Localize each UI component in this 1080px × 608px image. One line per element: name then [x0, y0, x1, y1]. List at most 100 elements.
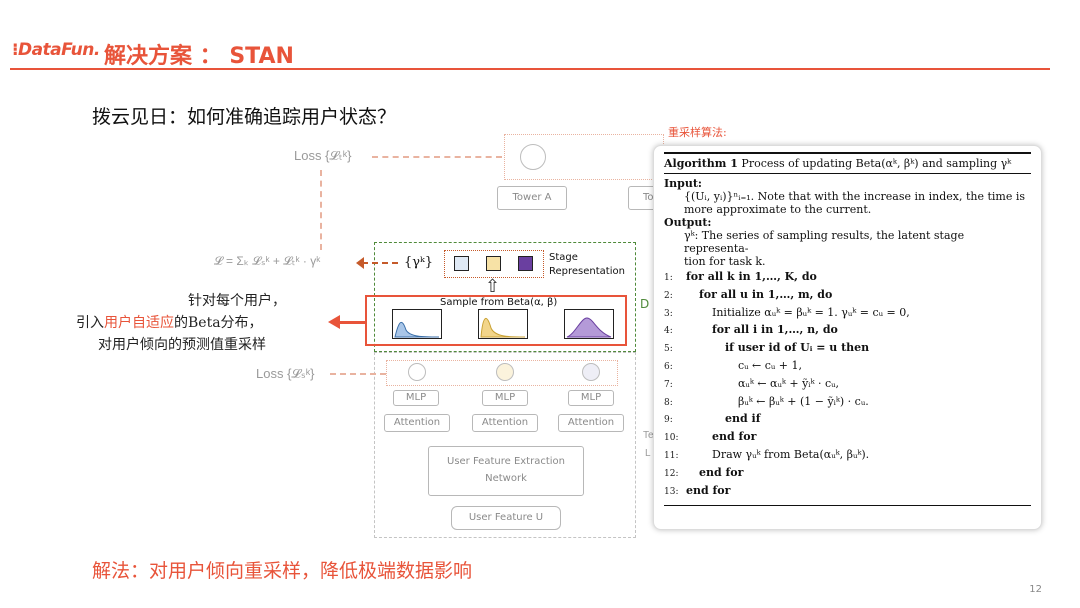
- beta-curve-1: [394, 321, 440, 338]
- annotation-line-2: 引入用户自适应的Beta分布，: [76, 312, 263, 332]
- annotation-suffix: 的Beta分布，: [174, 315, 263, 331]
- algo-step-number: 9:: [664, 415, 673, 426]
- annotation-prefix: 引入: [76, 315, 104, 331]
- algo-output-text-1: γᵏ: The series of sampling results, the …: [684, 229, 965, 255]
- annotation-arrowhead-icon: [328, 315, 340, 329]
- conclusion: 解法：对用户倾向重采样，降低极端数据影响: [92, 560, 473, 582]
- user-feature-box: User Feature U: [451, 506, 561, 530]
- gamma-arrowhead: [356, 257, 364, 269]
- algo-step-text: end for: [712, 430, 757, 444]
- algo-step-number: 13:: [664, 486, 679, 497]
- algo-step-3: 3: Initialize αᵤᵏ = βᵤᵏ = 1. γᵤᵏ = cᵤ = 0…: [664, 306, 910, 319]
- algo-title-bold: Algorithm 1: [664, 157, 738, 170]
- algo-input-text-1: {(Uᵢ, yᵢ)}ⁿᵢ₌₁. Note that with the incre…: [684, 190, 1026, 203]
- mlp-box-1: MLP: [393, 390, 439, 406]
- tower-a-label: Tower A: [512, 192, 552, 203]
- algo-step-number: 11:: [664, 451, 679, 461]
- algo-step-8: 8: βᵤᵏ ← βᵤᵏ + (1 − ỹᵢᵏ) · cᵤ.: [664, 395, 869, 408]
- up-arrow-icon: ⇧: [485, 276, 501, 297]
- stage-representation-label: Stage Representation: [549, 252, 625, 277]
- annotation-line-3: 对用户倾向的预测值重采样: [98, 337, 266, 353]
- gamma-label: {γᵏ}: [404, 255, 434, 270]
- algo-step-text: end for: [686, 483, 731, 497]
- beta-plot-1: [392, 309, 442, 339]
- beta-curve-2: [480, 318, 526, 338]
- algo-step-number: 10:: [664, 433, 679, 444]
- algo-step-number: 6:: [664, 362, 673, 372]
- mlp-output-circle-3: [582, 363, 600, 381]
- page-number: 12: [1029, 584, 1042, 595]
- algo-step-number: 4:: [664, 326, 673, 337]
- algo-output-text-2: tion for task k.: [684, 255, 766, 268]
- algorithm-panel: Algorithm 1 Process of updating Beta(αᵏ,…: [653, 145, 1042, 530]
- algo-step-text: for all k in 1,…, K, do: [686, 270, 817, 283]
- algo-step-text: for all i in 1,…, n, do: [712, 323, 838, 337]
- algo-step-10: 10: end for: [664, 430, 756, 443]
- algo-step-number: 3:: [664, 308, 673, 319]
- algo-step-4: 4: for all i in 1,…, n, do: [664, 323, 838, 336]
- algo-step-text: Initialize αᵤᵏ = βᵤᵏ = 1. γᵤᵏ = cᵤ = 0,: [712, 305, 910, 319]
- l-label: L: [645, 448, 651, 459]
- algo-top-rule: [664, 152, 1031, 154]
- gamma-arrow: [362, 262, 398, 264]
- stage-square-2: [486, 256, 501, 271]
- loss-formula: 𝓛 = Σₖ 𝓛ₛᵏ + 𝓛ₜᵏ · γᵏ: [214, 254, 321, 268]
- mlp-box-2: MLP: [482, 390, 528, 406]
- stage-block: [374, 242, 636, 352]
- d-label: D: [640, 297, 650, 311]
- mlp-output-row: [386, 360, 618, 386]
- tower-b-label: To: [643, 192, 654, 203]
- te-label: Te: [643, 430, 654, 441]
- resample-label: 重采样算法:: [668, 126, 727, 139]
- algo-bottom-rule: [664, 505, 1031, 506]
- stage-square-1: [454, 256, 469, 271]
- algo-step-2: 2:for all u in 1,…, m, do: [664, 288, 832, 301]
- mlp-label-2: MLP: [494, 392, 516, 403]
- beta-plot-2: [478, 309, 528, 339]
- stage-rep-box: [444, 250, 544, 278]
- loss-s-label: Loss {𝓛ₛᵏ}: [256, 366, 315, 381]
- algo-input-text-2: more approximate to the current.: [684, 203, 872, 216]
- algo-step-number: 7:: [664, 379, 673, 390]
- algo-title: Algorithm 1 Process of updating Beta(αᵏ,…: [664, 157, 1031, 170]
- annotation-arrow-line: [340, 321, 366, 324]
- attention-label-1: Attention: [393, 417, 441, 428]
- mlp-label-1: MLP: [405, 392, 427, 403]
- attention-label-2: Attention: [481, 417, 529, 428]
- sample-from-beta-label: Sample from Beta(α, β): [440, 297, 558, 308]
- logo-dots-icon: ⁝: [12, 40, 18, 60]
- algo-step-12: 12:end for: [664, 466, 743, 479]
- beta-sampling-highlight: [365, 295, 627, 346]
- attention-box-3: Attention: [558, 414, 624, 432]
- datafun-logo: ⁝DataFun.: [12, 40, 100, 60]
- loss-s-arrow: [330, 373, 386, 375]
- mlp-box-3: MLP: [568, 390, 614, 406]
- algo-step-number: 1:: [664, 273, 673, 283]
- loss-t-label: Loss {𝓛ₜᵏ}: [294, 148, 352, 163]
- mlp-output-circle-1: [408, 363, 426, 381]
- algo-step-7: 7: αᵤᵏ ← αᵤᵏ + ỹᵢᵏ · cᵤ,: [664, 377, 839, 390]
- algo-step-text: Draw γᵤᵏ from Beta(αᵤᵏ, βᵤᵏ).: [712, 448, 870, 461]
- attention-label-3: Attention: [567, 417, 615, 428]
- algo-step-5: 5: if user id of Uᵢ = u then: [664, 341, 869, 354]
- attention-box-2: Attention: [472, 414, 538, 432]
- network-block: [374, 352, 636, 538]
- algo-step-text: βᵤᵏ ← βᵤᵏ + (1 − ỹᵢᵏ) · cᵤ.: [738, 394, 869, 408]
- algo-step-13: 13: end for: [664, 484, 730, 497]
- algo-title-rule: [664, 173, 1031, 174]
- algo-input-label: Input:: [664, 177, 702, 190]
- mlp-label-3: MLP: [580, 392, 602, 403]
- user-feature-label: User Feature U: [468, 512, 544, 523]
- title-divider: [10, 68, 1050, 70]
- beta-plot-3: [564, 309, 614, 339]
- algo-step-1: 1: for all k in 1,…, K, do: [664, 270, 817, 283]
- algo-step-number: 8:: [664, 397, 673, 408]
- attention-box-1: Attention: [384, 414, 450, 432]
- beta-curve-3: [566, 317, 612, 338]
- algo-step-number: 5:: [664, 344, 673, 355]
- tower-output-circle: [520, 144, 546, 170]
- algo-step-text: αᵤᵏ ← αᵤᵏ + ỹᵢᵏ · cᵤ,: [738, 376, 840, 390]
- algo-step-text: if user id of Uᵢ = u then: [725, 341, 870, 355]
- slide-subtitle: 拨云见日：如何准确追踪用户状态？: [92, 106, 397, 128]
- algo-title-rest: Process of updating Beta(αᵏ, βᵏ) and sam…: [741, 157, 1012, 170]
